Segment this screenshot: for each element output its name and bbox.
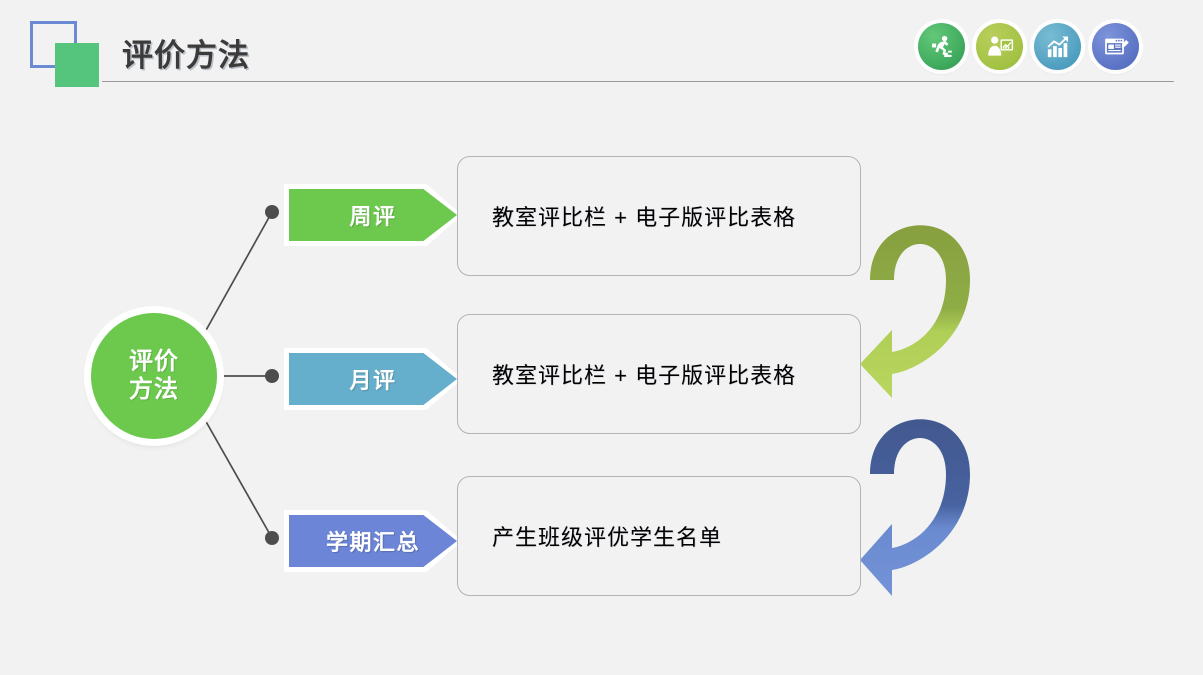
chevron-tag-week-label: 周评 xyxy=(289,189,457,241)
slide-header: 评价方法 xyxy=(0,0,1203,98)
chevron-tag-term[interactable]: 学期汇总 xyxy=(284,510,462,572)
chevron-tag-week[interactable]: 周评 xyxy=(284,184,462,246)
hub-line-2: 方法 xyxy=(129,376,179,403)
page-title: 评价方法 xyxy=(122,38,250,73)
title-underline xyxy=(102,81,1174,82)
presenter-chart-icon[interactable] xyxy=(976,23,1023,70)
chevron-tag-month[interactable]: 月评 xyxy=(284,348,462,410)
logo-filled-square xyxy=(55,43,99,87)
content-box-term[interactable]: 产生班级评优学生名单 xyxy=(457,476,861,596)
chevron-tag-month-label: 月评 xyxy=(289,353,457,405)
diagram-canvas: 评价 方法 周评 教室评比栏 + 电子版评比表格 月评 教室评比栏 + 电子版评… xyxy=(0,98,1203,675)
running-person-stairs-icon[interactable] xyxy=(918,23,965,70)
content-box-week-text: 教室评比栏 + 电子版评比表格 xyxy=(492,205,797,230)
content-box-month[interactable]: 教室评比栏 + 电子版评比表格 xyxy=(457,314,861,434)
content-box-week[interactable]: 教室评比栏 + 电子版评比表格 xyxy=(457,156,861,276)
form-edit-icon[interactable] xyxy=(1092,23,1139,70)
blue-curved-arrow xyxy=(860,419,970,596)
content-box-term-text: 产生班级评优学生名单 xyxy=(492,525,723,550)
header-icon-row xyxy=(918,23,1139,70)
logo-mark xyxy=(30,21,102,87)
content-box-month-text: 教室评比栏 + 电子版评比表格 xyxy=(492,363,797,388)
diagram-hub[interactable]: 评价 方法 xyxy=(91,313,217,439)
bar-chart-growth-icon[interactable] xyxy=(1034,23,1081,70)
chevron-tag-term-label: 学期汇总 xyxy=(289,515,457,567)
green-curved-arrow xyxy=(860,225,970,398)
hub-line-1: 评价 xyxy=(129,348,179,376)
